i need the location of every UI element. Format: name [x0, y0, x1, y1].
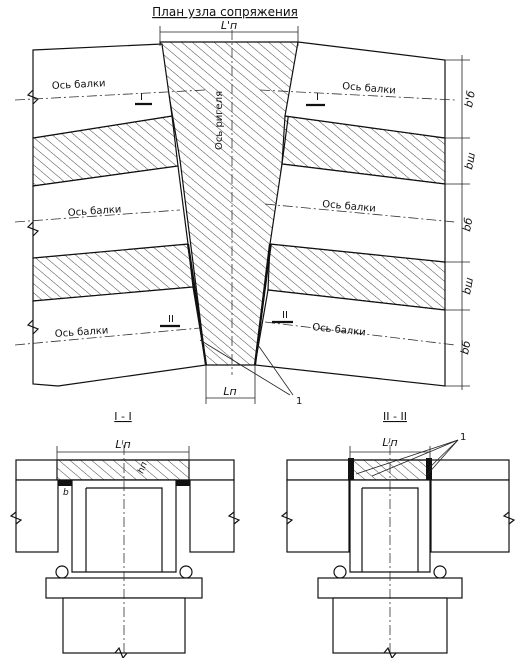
weld-line-left [186, 243, 208, 366]
dim-label-b-gap-2: bш [460, 276, 476, 295]
callout-number-plan: 1 [296, 396, 302, 407]
beam-axis-label-right-1: Ось балки [342, 81, 396, 97]
beam-left-3 [32, 286, 207, 387]
dim-label-b-beam-3: bб [458, 339, 473, 355]
section-one-weld-left [58, 480, 72, 486]
section-two-dim-width: Lᴶп [382, 436, 397, 449]
section-two-roller-right [433, 565, 447, 579]
section-two: II - II Lᴶп 1 [280, 410, 516, 658]
dim-label-b-beam-2: bб [460, 216, 475, 232]
section-two-break-right [502, 511, 516, 525]
beam-axis-left-3 [14, 327, 201, 346]
section-two-weld-left [348, 458, 354, 482]
section-one-break-bottom [114, 646, 128, 658]
girder-axis-label: Ось ригеля [214, 91, 225, 150]
section-two-leader-3 [428, 439, 459, 469]
section-two-beam-right [430, 479, 510, 553]
beam-axis-right-3 [264, 321, 456, 346]
plan-view: Ось балки Ось балки Ось балки Ось балки … [14, 19, 478, 407]
section-one-dim-height: hп [136, 461, 149, 475]
section-one-plate [56, 459, 190, 481]
section-two-leader-4 [425, 439, 459, 477]
break-mark-left-2 [26, 221, 40, 237]
section-two-leader-2 [371, 439, 459, 477]
section-two-callout-number: 1 [460, 432, 466, 443]
beam-axis-label-left-2: Ось балки [67, 204, 121, 219]
section-one-break-right [227, 511, 241, 525]
beam-axis-label-right-2: Ось балки [322, 199, 376, 215]
section-one-break-left [9, 511, 23, 525]
section-one-roller-right [179, 565, 193, 579]
drawing-title: План узла сопряжения [152, 5, 298, 19]
beam-axis-label-left-3: Ось балки [54, 325, 108, 340]
section-two-girder-inner [361, 487, 419, 572]
section-one-beam-right [189, 479, 235, 553]
break-mark-left-1 [26, 89, 40, 105]
section-one-roller-left [55, 565, 69, 579]
beam-axis-label-left-1: Ось балки [52, 78, 106, 92]
callout-leader-1a [199, 339, 291, 396]
section-one-beam-left [15, 479, 59, 553]
break-mark-left-3 [26, 319, 40, 335]
dim-label-b-gap-1: bш [462, 151, 478, 170]
section-two-break-left [280, 511, 294, 525]
weld-line-right [253, 243, 272, 366]
section-one-title: I - I [114, 410, 131, 423]
section-mark-one-left: I [140, 92, 143, 103]
section-one-weld-right [176, 480, 190, 486]
beam-left-1 [32, 43, 173, 139]
dim-label-b-beam-1: b'б [462, 90, 478, 109]
beam-axis-right-1 [259, 89, 456, 101]
section-two-leader-1 [355, 439, 459, 475]
callout-leader-1b [257, 344, 294, 396]
section-one-dim-width: Lᴵп [115, 438, 130, 451]
section-two-title: II - II [383, 410, 407, 423]
dim-label-top: L'п [221, 19, 237, 32]
section-one-girder-inner [85, 487, 163, 572]
section-one-dim-b: b [63, 488, 69, 498]
beam-axis-left-1 [14, 89, 206, 101]
dim-label-bottom: Lп [223, 385, 236, 398]
section-two-break-bottom [383, 646, 397, 658]
section-mark-one-right: I [316, 92, 319, 103]
section-mark-two-right: II [282, 310, 288, 321]
section-one: I - I Lᴵп hп b [9, 410, 241, 658]
section-two-beam-left [286, 479, 350, 553]
beam-axis-left-2 [14, 209, 181, 223]
section-two-roller-left [333, 565, 347, 579]
section-mark-two-left: II [168, 314, 174, 325]
section-two-weld-right [426, 458, 432, 482]
beam-axis-right-2 [264, 203, 456, 223]
